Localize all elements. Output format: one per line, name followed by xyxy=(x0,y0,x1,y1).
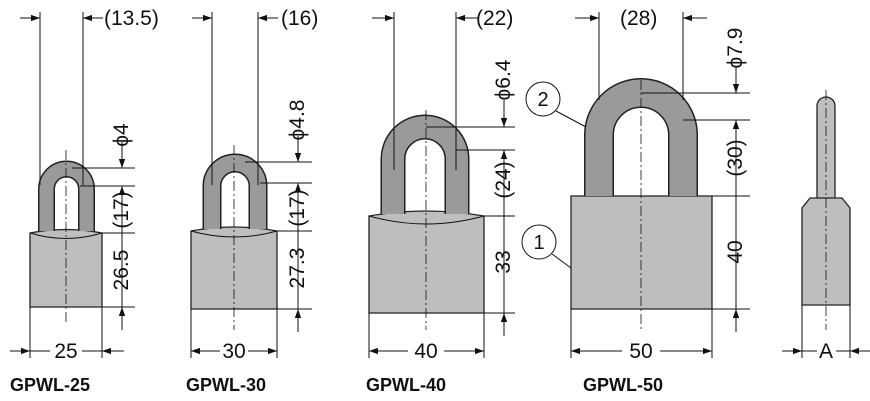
callout-label: 2 xyxy=(537,89,548,111)
model-label: GPWL-30 xyxy=(186,375,266,395)
lock-gpwl-40: (22) ϕ6.4 (24) 33 40 GPWL-40 xyxy=(366,7,515,395)
spacing-dimension: (16) xyxy=(192,7,318,185)
width-dimension: 40 xyxy=(368,313,485,363)
model-label: GPWL-50 xyxy=(583,375,663,395)
lock-body xyxy=(368,210,485,314)
shackle-diameter-label: ϕ7.9 xyxy=(724,28,747,69)
height-dimensions: ϕ6.4 (24) 33 xyxy=(426,59,515,336)
side-view: A xyxy=(782,90,870,363)
lock-gpwl-30: (16) ϕ4.8 (17) 27.3 30 GPWL-30 xyxy=(186,7,318,395)
shackle xyxy=(202,153,268,229)
shackle xyxy=(38,160,95,231)
body-height-label: 27.3 xyxy=(286,248,309,289)
width-dimension: 25 xyxy=(10,307,124,363)
callout-body: 1 xyxy=(521,224,572,269)
shackle-clearance-label: (30) xyxy=(724,139,747,176)
width-dimension: 50 xyxy=(570,309,713,363)
shackle xyxy=(584,78,698,196)
spacing-dimension: (22) xyxy=(372,7,513,170)
height-dimensions: ϕ7.9 (30) 40 xyxy=(641,28,750,332)
model-label: GPWL-40 xyxy=(366,375,446,395)
height-dimensions: ϕ4.8 (17) 27.3 xyxy=(245,100,312,332)
body-height-label: 40 xyxy=(724,240,747,263)
shackle-spacing-label: (22) xyxy=(476,7,513,30)
lock-gpwl-25: (13.5) ϕ4 (17) 26.5 25 GPWL-25 xyxy=(10,7,159,395)
shackle-spacing-label: (13.5) xyxy=(104,7,159,30)
body-height-label: 33 xyxy=(492,250,515,273)
width-label: 50 xyxy=(629,340,652,363)
thickness-label: A xyxy=(819,340,833,363)
callout-label: 1 xyxy=(533,232,544,254)
lock-gpwl-50: (28) ϕ7.9 (30) 40 50 GPWL-50 xyxy=(570,7,750,395)
shackle-clearance-label: (17) xyxy=(110,191,133,228)
model-label: GPWL-25 xyxy=(10,375,90,395)
height-dimensions: ϕ4 (17) 26.5 xyxy=(72,123,135,330)
shackle-diameter-label: ϕ4.8 xyxy=(286,100,309,141)
shackle-diameter-label: ϕ6.4 xyxy=(492,59,515,100)
spacing-dimension: (13.5) xyxy=(20,7,159,185)
width-label: 25 xyxy=(54,340,77,363)
shackle-diameter-label: ϕ4 xyxy=(110,123,133,147)
width-label: 40 xyxy=(414,340,437,363)
width-label: 30 xyxy=(222,340,245,363)
spacing-dimension: (28) xyxy=(575,7,707,100)
shackle-spacing-label: (16) xyxy=(281,7,318,30)
width-dimension: 30 xyxy=(190,309,278,363)
body-height-label: 26.5 xyxy=(110,250,133,291)
shackle-spacing-label: (28) xyxy=(620,7,657,30)
shackle xyxy=(380,114,470,214)
lock-body xyxy=(570,195,713,310)
shackle-clearance-label: (17) xyxy=(286,189,309,226)
shackle-clearance-label: (24) xyxy=(492,161,515,198)
callout-shackle: 2 xyxy=(525,81,587,128)
